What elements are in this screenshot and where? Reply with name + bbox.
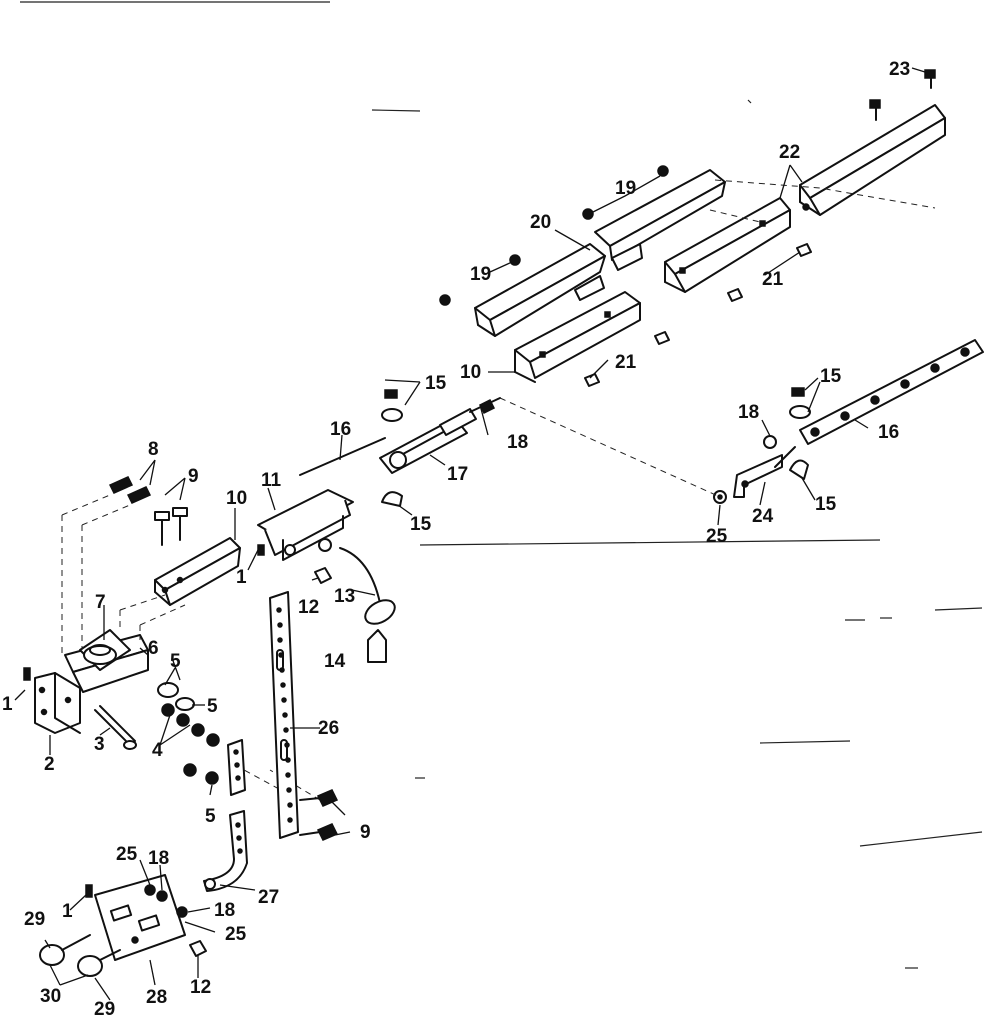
callout-15-top-right: 15 [820,366,842,387]
callout-2: 2 [44,754,55,775]
trolley-11 [257,489,354,561]
arm-holes [276,607,293,823]
rod-16 [299,437,386,476]
callout-5-top: 5 [170,651,181,672]
bolts-8 [108,476,152,504]
callout-1-left: 1 [2,694,13,715]
callout-27: 27 [258,887,279,908]
callout-26: 26 [318,718,339,739]
callout-28: 28 [146,987,167,1008]
callout-29-bottom: 29 [94,999,115,1020]
callout-7: 7 [95,592,106,613]
rail-section-10 [154,537,241,606]
callout-19-left: 19 [470,264,491,285]
callout-16-center: 16 [330,419,351,440]
callout-18-bottom-top: 18 [148,848,169,869]
callout-15-bottom-right: 15 [815,494,837,515]
callout-16-right: 16 [878,422,899,443]
callout-30: 30 [40,986,61,1007]
chain-16 [799,339,984,445]
callouts: 8 9 10 11 1 12 13 14 16 15 15 17 18 7 6 … [2,59,910,1020]
arm-27 [203,810,248,892]
callout-14: 14 [324,651,346,672]
rail-section-20-upper [594,169,726,271]
callout-23: 23 [889,59,910,80]
pin-12 [314,567,332,584]
bolts-9-top [154,507,188,546]
callout-22: 22 [779,142,800,163]
callout-20: 20 [530,212,551,233]
callout-29-left: 29 [24,909,45,930]
pulley-7 [79,629,131,671]
callout-5-bottom: 5 [205,806,216,827]
callout-17: 17 [447,464,468,485]
scan-artifacts [20,1,983,969]
callout-6: 6 [148,638,159,659]
callout-24: 24 [752,506,774,527]
callout-10-left: 10 [226,488,247,509]
callout-19-top: 19 [615,178,636,199]
bracket-24 [733,446,796,498]
callout-1-bottom: 1 [62,901,73,922]
callout-25-right: 25 [225,924,247,945]
pull-cord-13 [339,547,396,663]
rail-hardware [439,69,936,387]
link-bracket-5 [227,739,246,796]
header-bracket-2 [23,667,81,734]
callout-10-center: 10 [460,362,481,383]
callout-9-top: 9 [188,466,199,487]
pin-12-bottom [189,940,207,957]
rail-section-22-lower [664,197,791,293]
callout-15-bottom-center: 15 [410,514,432,535]
callout-9-bottom: 9 [360,822,371,843]
door-bracket-28 [85,874,188,961]
callout-25-left: 25 [116,844,138,865]
clevis-pins-29-30 [39,934,121,977]
pin-3 [94,705,137,750]
hardware-4-5 [157,682,220,785]
door-arm-26 [269,591,299,839]
callout-3: 3 [94,734,105,755]
rail-section-10-upper [514,291,641,383]
callout-18-center: 18 [507,432,528,453]
callout-25-center: 25 [706,526,728,547]
trolley-17 [379,389,501,507]
callout-8: 8 [148,439,159,460]
callout-21-right: 21 [762,269,784,290]
callout-21-center: 21 [615,352,637,373]
hardware-misc [713,387,811,504]
rail-section-20 [474,243,606,337]
callout-12-bottom: 12 [190,977,211,998]
callout-18-bottom-right: 18 [214,900,235,921]
callout-1-center: 1 [236,567,247,588]
callout-15-top-center: 15 [425,373,447,394]
callout-13: 13 [334,586,355,607]
rail-section-22 [799,104,946,216]
leader-lines [14,67,926,1001]
callout-4: 4 [152,740,163,761]
callout-18-right: 18 [738,402,759,423]
callout-12-center: 12 [298,597,319,618]
callout-5-mid: 5 [207,696,218,717]
bolts-9-lower [299,789,339,841]
callout-11: 11 [261,470,282,491]
